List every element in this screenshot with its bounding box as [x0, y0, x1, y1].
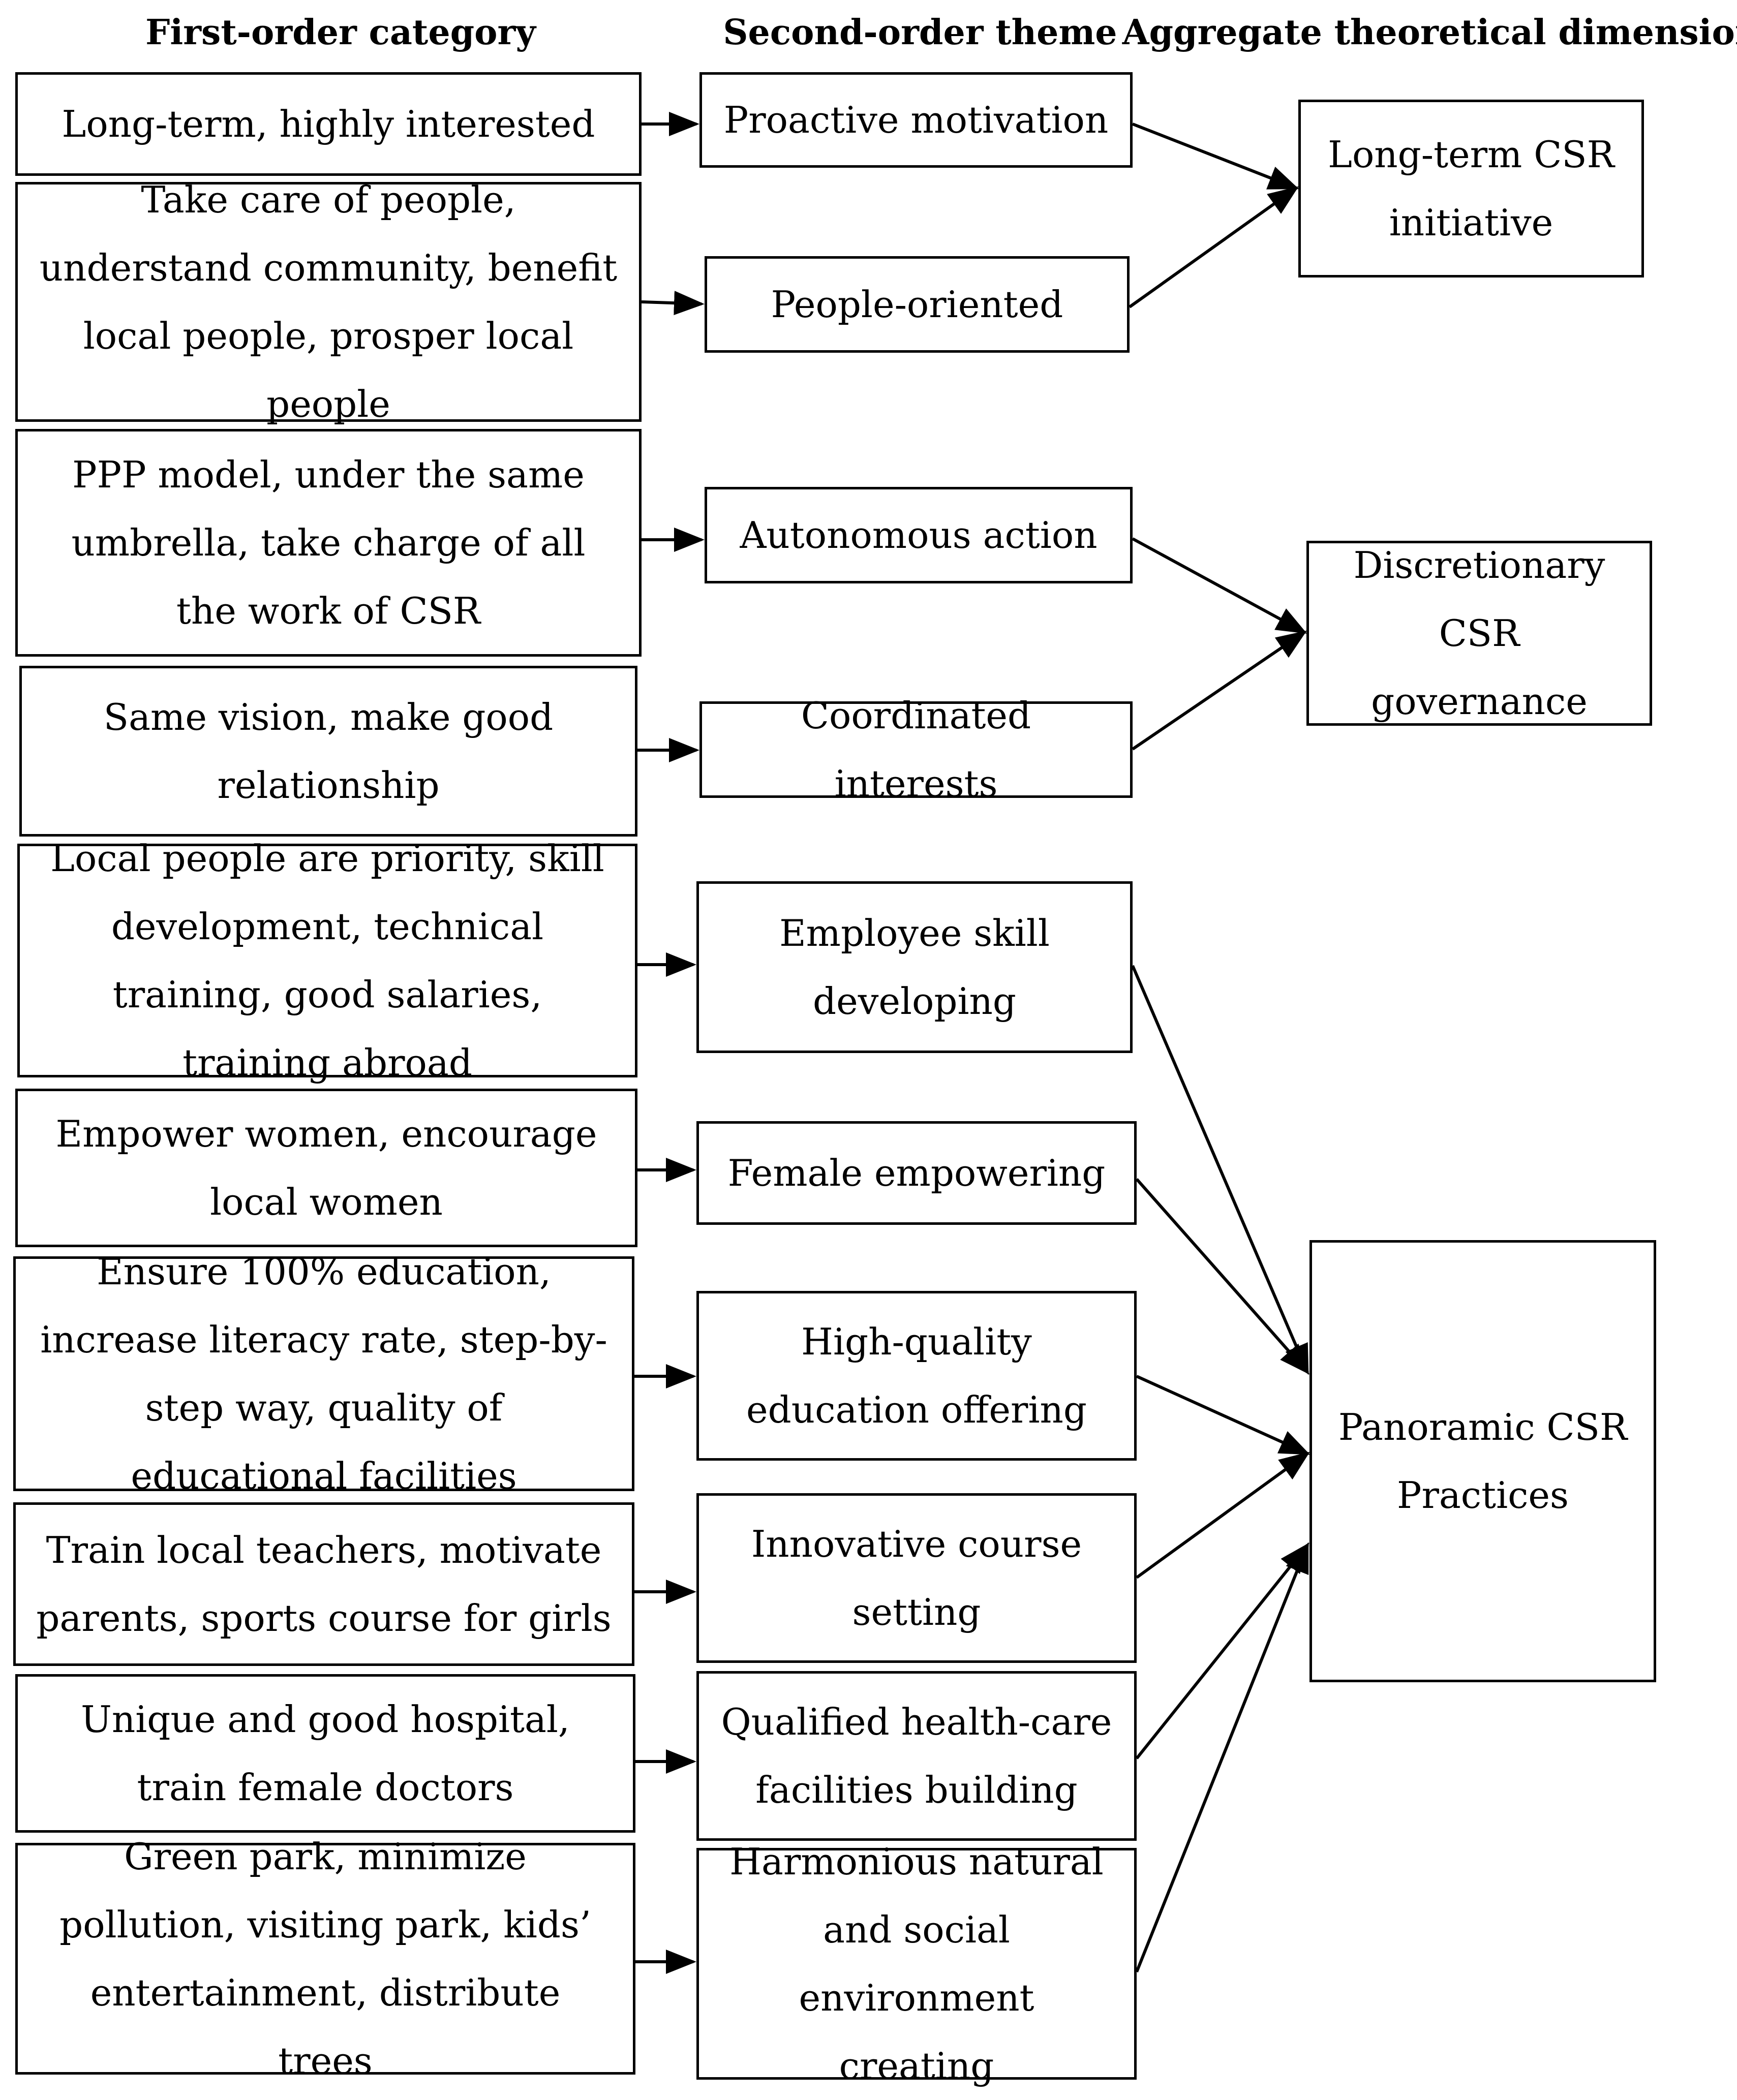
- second-order-text: High-quality education offering: [746, 1320, 1087, 1431]
- second-order-box: Employee skill developing: [696, 881, 1133, 1053]
- second-to-aggregate-arrow: [1135, 1542, 1309, 1973]
- first-order-text: Ensure 100% education, increase literacy…: [40, 1250, 607, 1497]
- first-to-second-arrow: [641, 291, 705, 316]
- first-order-box: Empower women, encourage local women: [15, 1089, 637, 1247]
- second-to-aggregate-arrow: [1135, 1178, 1309, 1375]
- first-order-text: Take care of people, understand communit…: [39, 178, 618, 425]
- second-to-aggregate-arrow: [1132, 122, 1299, 190]
- second-order-text: Qualified health-care facilities buildin…: [721, 1701, 1112, 1811]
- aggregate-text: Discretionary CSR governance: [1353, 544, 1605, 723]
- first-order-box: Train local teachers, motivate parents, …: [13, 1502, 634, 1666]
- aggregate-box: Long-term CSR initiative: [1298, 100, 1644, 277]
- second-order-text: Harmonious natural and social environmen…: [729, 1840, 1104, 2087]
- first-order-text: Same vision, make good relationship: [103, 696, 554, 807]
- first-order-box: Take care of people, understand communit…: [15, 178, 642, 425]
- first-order-box: Local people are priority, skill develop…: [17, 837, 637, 1084]
- first-order-text: Local people are priority, skill develop…: [50, 837, 604, 1084]
- first-order-box: Ensure 100% education, increase literacy…: [13, 1250, 634, 1497]
- second-to-aggregate-arrow: [1136, 1375, 1311, 1455]
- first-order-box: Green park, minimize pollution, visiting…: [15, 1835, 635, 2082]
- first-order-text: Empower women, encourage local women: [55, 1113, 597, 1223]
- first-order-box: Unique and good hospital, train female d…: [15, 1674, 635, 1833]
- first-order-box: Long-term, highly interested: [15, 72, 642, 176]
- first-order-text: Train local teachers, motivate parents, …: [36, 1529, 612, 1640]
- second-order-text: Coordinated interests: [801, 694, 1031, 805]
- second-to-aggregate-arrow: [1136, 1452, 1310, 1579]
- second-order-box: Coordinated interests: [699, 694, 1133, 805]
- aggregate-box: Discretionary CSR governance: [1306, 541, 1652, 726]
- first-order-text: Long-term, highly interested: [62, 103, 595, 145]
- second-order-box: Female empowering: [696, 1121, 1137, 1225]
- second-order-box: Qualified health-care facilities buildin…: [696, 1671, 1137, 1841]
- second-order-box: Autonomous action: [705, 487, 1133, 583]
- aggregate-box: Panoramic CSR Practices: [1309, 1240, 1656, 1682]
- first-order-box: Same vision, make good relationship: [19, 666, 637, 837]
- header-first-order: First-order category: [145, 12, 536, 53]
- first-order-box: PPP model, under the same umbrella, take…: [15, 429, 642, 657]
- second-to-aggregate-arrow: [1135, 1542, 1309, 1759]
- first-order-text: PPP model, under the same umbrella, take…: [71, 453, 586, 632]
- second-order-text: Innovative course setting: [751, 1523, 1082, 1633]
- header-aggregate: Aggregate theoretical dimension: [1122, 12, 1737, 53]
- second-order-box: Innovative course setting: [696, 1493, 1137, 1663]
- second-order-box: People-oriented: [705, 256, 1130, 353]
- aggregate-text: Panoramic CSR Practices: [1338, 1406, 1628, 1517]
- first-order-text: Green park, minimize pollution, visiting…: [59, 1835, 591, 2082]
- second-to-aggregate-arrow: [1132, 630, 1307, 751]
- second-to-aggregate-arrow: [1132, 537, 1307, 634]
- second-order-text: People-oriented: [771, 283, 1063, 326]
- second-order-text: Employee skill developing: [779, 912, 1050, 1023]
- second-order-text: Female empowering: [727, 1152, 1106, 1194]
- second-order-text: Autonomous action: [740, 514, 1098, 557]
- second-to-aggregate-arrow: [1131, 965, 1309, 1375]
- second-order-box: High-quality education offering: [696, 1291, 1137, 1461]
- second-order-box: Proactive motivation: [699, 72, 1133, 168]
- second-to-aggregate-arrow: [1129, 186, 1299, 308]
- second-order-box: Harmonious natural and social environmen…: [696, 1840, 1137, 2087]
- aggregate-text: Long-term CSR initiative: [1328, 133, 1614, 244]
- second-order-text: Proactive motivation: [723, 99, 1109, 141]
- header-second-order: Second-order theme: [723, 12, 1117, 53]
- first-order-text: Unique and good hospital, train female d…: [81, 1698, 570, 1809]
